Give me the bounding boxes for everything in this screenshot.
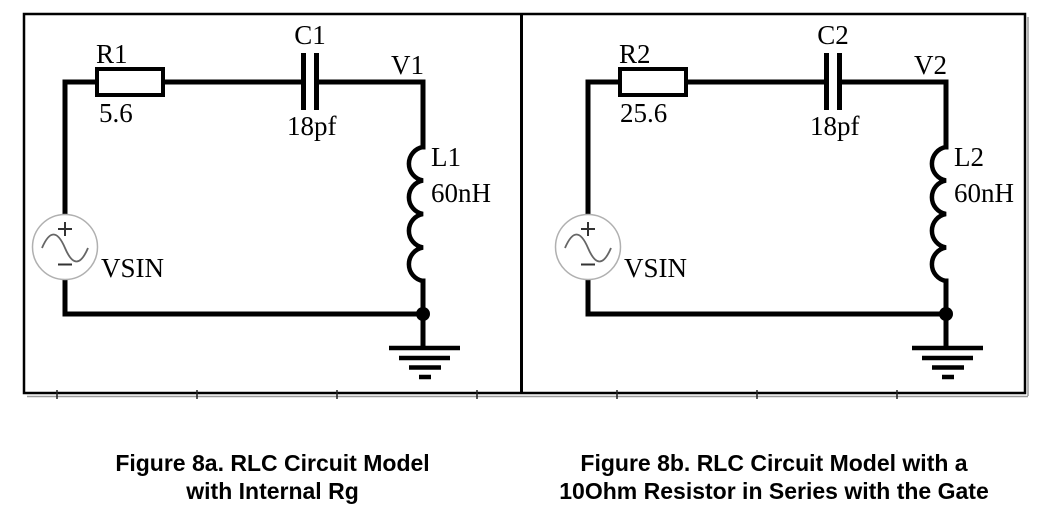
resistor-ref-label: R2 <box>619 39 651 69</box>
capacitor-symbol <box>301 53 319 110</box>
ground-symbol <box>912 345 983 380</box>
capacitor-ref-label: C1 <box>294 20 326 50</box>
resistor-symbol <box>95 67 165 97</box>
source-ref-label: VSIN <box>624 253 688 283</box>
inductor-symbol <box>929 144 947 284</box>
caption-line: with Internal Rg <box>186 478 359 504</box>
ground-symbol <box>389 345 460 380</box>
node-dot <box>416 307 430 321</box>
caption-figure-8b: Figure 8b. RLC Circuit Model with a 10Oh… <box>522 449 1026 505</box>
node-dot <box>939 307 953 321</box>
source-ref-label: VSIN <box>101 253 165 283</box>
frame-shadow <box>27 17 1029 398</box>
capacitor-ref-label: C2 <box>817 20 849 50</box>
circuit-8b <box>554 53 983 380</box>
caption-line: Figure 8b. RLC Circuit Model with a <box>580 450 968 476</box>
caption-figure-8a: Figure 8a. RLC Circuit Model with Intern… <box>23 449 522 505</box>
inductor-ref-label: L1 <box>431 142 461 172</box>
resistor-value-label: 5.6 <box>99 98 133 128</box>
inductor-value-label: 60nH <box>954 178 1014 208</box>
caption-line: 10Ohm Resistor in Series with the Gate <box>559 478 989 504</box>
capacitor-value-label: 18pf <box>810 111 860 141</box>
plus-icon <box>581 222 595 236</box>
resistor-ref-label: R1 <box>96 39 128 69</box>
caption-line: Figure 8a. RLC Circuit Model <box>115 450 430 476</box>
frame-border <box>22 12 1027 395</box>
sine-wave-icon <box>564 233 612 263</box>
inductor-value-label: 60nH <box>431 178 491 208</box>
resistor-symbol <box>618 67 688 97</box>
circuit-8a <box>31 53 460 380</box>
plus-icon <box>58 222 72 236</box>
inductor-symbol <box>406 144 424 284</box>
grid-tick-marks <box>56 390 898 399</box>
resistor-value-label: 25.6 <box>620 98 668 128</box>
node-ref-label: V2 <box>914 50 947 80</box>
capacitor-symbol <box>824 53 842 110</box>
sine-wave-icon <box>41 233 89 263</box>
node-ref-label: V1 <box>391 50 424 80</box>
inductor-ref-label: L2 <box>954 142 984 172</box>
capacitor-value-label: 18pf <box>287 111 337 141</box>
